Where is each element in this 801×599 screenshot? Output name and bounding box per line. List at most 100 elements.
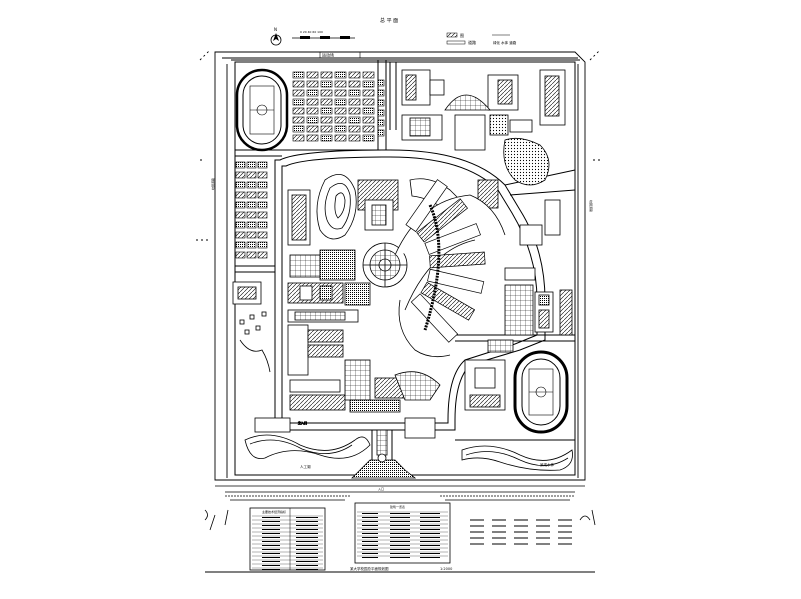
building-block: [257, 181, 268, 189]
lake-label-right: 景观水体: [540, 462, 554, 467]
building-block: [257, 251, 268, 259]
building-block: [377, 109, 385, 117]
building-block: [246, 201, 257, 209]
left-lower-area: [232, 281, 271, 373]
building-block: [320, 134, 333, 142]
building-block: [334, 134, 347, 142]
building-block: [246, 181, 257, 189]
building-block: [306, 71, 319, 79]
building-block: [235, 231, 246, 239]
building-block: [257, 211, 268, 219]
building-block: [362, 71, 375, 79]
building-block: [334, 71, 347, 79]
track-field-upper: [235, 68, 289, 152]
building-block: [257, 191, 268, 199]
building-block: [235, 211, 246, 219]
building-block: [362, 134, 375, 142]
arcade: [423, 204, 441, 331]
building-block: [306, 116, 319, 124]
building-block: [292, 125, 305, 133]
building-block: [235, 241, 246, 249]
legend-label-1: 图: [460, 32, 464, 38]
building-block: [348, 80, 361, 88]
building-block: [334, 98, 347, 106]
building-block: [235, 201, 246, 209]
building-block: [246, 221, 257, 229]
table-middle: 建筑一览表 某大学校园总平面规划图 1:2000: [350, 502, 452, 571]
building-block: [348, 98, 361, 106]
fan-building: [427, 268, 485, 294]
dormitory-blocks-upper: [292, 71, 385, 142]
building-block: [292, 116, 305, 124]
building-block: [306, 125, 319, 133]
building-block: [246, 241, 257, 249]
table-left: 主要技术经济指标: [249, 507, 326, 571]
building-block: [362, 107, 375, 115]
entrance-plaza: 主入口: [254, 417, 436, 479]
building-block: [320, 116, 333, 124]
building-block: [246, 191, 257, 199]
building-block: [377, 129, 385, 137]
building-block: [257, 201, 268, 209]
building-block: [306, 80, 319, 88]
building-block: [246, 251, 257, 259]
upper-right-buildings: [401, 69, 566, 246]
dormitory-blocks-left: [235, 161, 268, 259]
building-block: [334, 107, 347, 115]
building-block: [348, 116, 361, 124]
bottom-center-label: 入口: [378, 487, 384, 491]
building-block: [306, 107, 319, 115]
building-block: [257, 171, 268, 179]
scale-bar-label: 0 20 40 60 100: [300, 30, 323, 34]
building-block: [292, 107, 305, 115]
legend-label-2: 道路: [468, 39, 476, 45]
side-label-right: 校园道路: [589, 200, 594, 212]
building-block: [246, 231, 257, 239]
fan-building: [429, 251, 486, 269]
building-block: [320, 71, 333, 79]
building-block: [292, 89, 305, 97]
track-field-lower: [513, 350, 569, 434]
scale-caption: 1:2000: [440, 567, 452, 571]
lake-label-left: 人工湖: [300, 464, 311, 469]
fan-building: [410, 293, 459, 343]
building-block: [235, 161, 246, 169]
legend-swatch-1: [446, 32, 458, 38]
building-block: [362, 125, 375, 133]
building-block: [377, 119, 385, 127]
building-block: [246, 171, 257, 179]
side-label-left: 校园道路: [210, 178, 215, 190]
left-teaching-blocks: [287, 189, 441, 413]
bottom-road: 入口: [204, 485, 596, 531]
building-block: [348, 107, 361, 115]
building-block: [377, 99, 385, 107]
table-mid-title: 建筑一览表: [390, 504, 405, 509]
building-block: [348, 71, 361, 79]
building-block: [257, 231, 268, 239]
building-block: [235, 191, 246, 199]
building-block: [334, 125, 347, 133]
building-block: [306, 98, 319, 106]
building-block: [292, 98, 305, 106]
drawing-top-title: 总 平 面: [380, 17, 398, 24]
building-block: [362, 89, 375, 97]
building-block: [334, 89, 347, 97]
north-mark: N: [274, 27, 277, 32]
building-block: [257, 221, 268, 229]
building-block: [320, 107, 333, 115]
building-block: [362, 98, 375, 106]
building-block: [320, 125, 333, 133]
building-block: [235, 251, 246, 259]
building-block: [348, 134, 361, 142]
building-block: [235, 221, 246, 229]
legend-label-3: 绿化 水体 道路: [493, 40, 517, 45]
lakes: [244, 434, 573, 471]
site-boundary: [196, 49, 601, 481]
gate-label: 主入口: [298, 420, 307, 425]
scale-bar: [300, 36, 310, 39]
building-block: [235, 181, 246, 189]
building-block: [320, 98, 333, 106]
building-block: [246, 211, 257, 219]
drawing-caption: 某大学校园总平面规划图: [350, 566, 389, 571]
